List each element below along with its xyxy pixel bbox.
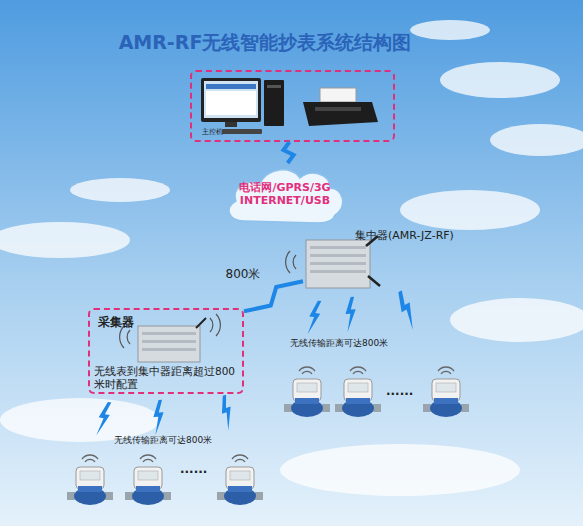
collector-box: 采集器无线表到集中器距离超过800米时配置 (88, 308, 244, 394)
concentrator-label: 集中器(AMR-JZ-RF) (355, 229, 454, 242)
collector-note: 无线表到集中器距离超过800米时配置 (94, 365, 244, 390)
sky-clouds (0, 20, 583, 496)
collector-heading: 采集器 (98, 315, 134, 329)
host-group-box: 主控机 (190, 70, 395, 142)
host-computer (201, 78, 284, 134)
concentrator-device (286, 236, 380, 288)
radio-link-bolt (244, 281, 303, 311)
radio-link-bolt (283, 142, 293, 163)
host-label: 主控机 (202, 128, 223, 136)
printer (303, 88, 378, 126)
collector-device (120, 314, 221, 362)
radio-bolts (96, 290, 423, 437)
distance-label: 800米 (226, 266, 261, 283)
cloud-shape (229, 170, 343, 223)
network-cloud: 电话网/GPRS/3G INTERNET/USB (222, 163, 348, 225)
diagram-title: AMR-RF无线智能抄表系统结构图 (80, 30, 450, 56)
concentrator-box: 集中器(AMR-JZ-RF) (303, 236, 375, 290)
range-note: 无线传输距离可达800米 (290, 337, 388, 350)
network-label: 电话网/GPRS/3G INTERNET/USB (230, 181, 340, 207)
ellipsis-dots: ...... (180, 462, 207, 476)
ellipsis-dots: ...... (386, 384, 413, 398)
range-note: 无线传输距离可达800米 (114, 434, 212, 447)
